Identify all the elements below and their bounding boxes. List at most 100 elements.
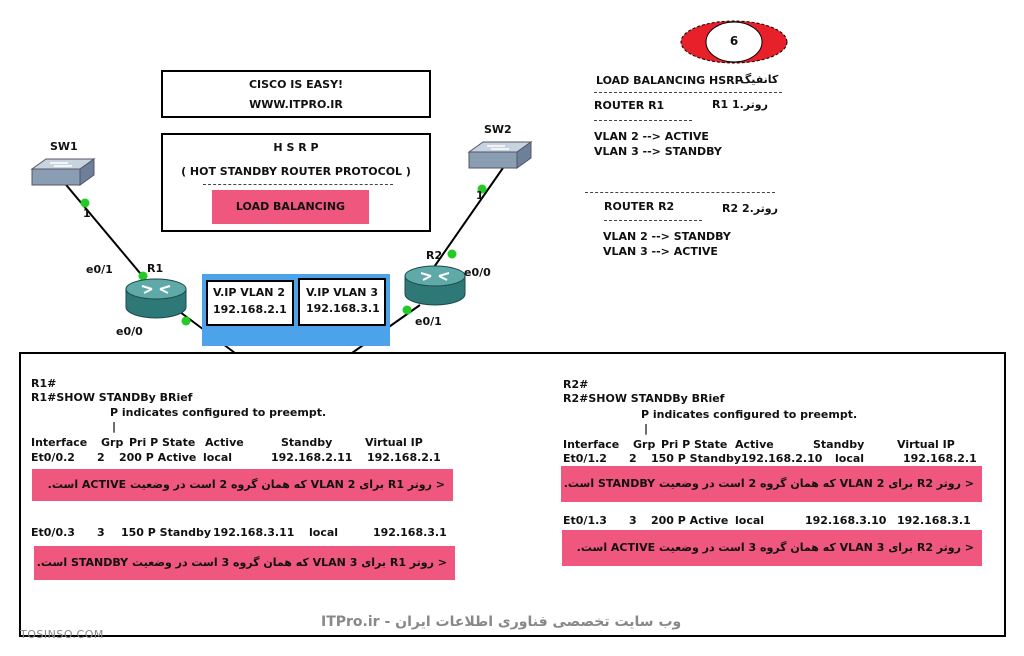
config-divider-1 <box>594 92 782 93</box>
config-title-en: LOAD BALANCING HSRP <box>596 74 743 87</box>
r2-preempt: P indicates configured to preempt. <box>641 408 858 421</box>
config-r1-vlan3: VLAN 3 --> STANDBY <box>594 145 722 158</box>
vip-panel: V.IP VLAN 2 192.168.2.1 V.IP VLAN 3 192.… <box>202 274 390 346</box>
r1-row2-active: 192.168.3.11 <box>213 526 295 539</box>
step-badge: 6 <box>680 20 788 64</box>
r1-port-top: e0/1 <box>86 263 113 276</box>
r2-header-vip: Virtual IP <box>897 438 955 451</box>
r2-row1-state: 150 P Standby <box>651 452 742 465</box>
r2-header-interface: Interface <box>563 438 620 451</box>
link-dot <box>80 198 90 208</box>
r1-row1-interface: Et0/0.2 <box>31 451 75 464</box>
r2-note1-box: < روتر R2 برای VLAN 2 که همان گروه 2 است… <box>561 466 982 502</box>
config-divider-4 <box>604 220 702 221</box>
switch-sw2 <box>465 138 535 174</box>
r1-preempt: P indicates configured to preempt. <box>110 406 327 419</box>
r2-row1-grp: 2 <box>629 452 637 465</box>
r1-command: R1#SHOW STANDBy BRief <box>31 391 193 404</box>
router-icon <box>404 265 466 306</box>
r1-row2-standby: local <box>309 526 339 539</box>
r1-note1-text: < روتر R1 برای VLAN 2 که همان گروه 2 است… <box>47 478 445 491</box>
cisco-line2: WWW.ITPRO.IR <box>249 98 343 111</box>
r1-row1-grp: 2 <box>97 451 105 464</box>
switch-icon <box>467 141 533 169</box>
cisco-box: CISCO IS EASY! WWW.ITPRO.IR <box>161 70 431 118</box>
r1-row1-state: 200 P Active <box>119 451 197 464</box>
r2-row1-interface: Et0/1.2 <box>563 452 607 465</box>
r2-row1-vip: 192.168.2.1 <box>903 452 977 465</box>
r2-row1-active: 192.168.2.10 <box>741 452 823 465</box>
r1-row2-state: 150 P Standby <box>121 526 212 539</box>
r1-note2-box: < روتر R1 برای VLAN 3 که همان گروه 3 است… <box>34 546 455 580</box>
link-dot <box>181 316 191 326</box>
r2-port-bottom: e0/1 <box>415 315 442 328</box>
r2-row2-vip: 192.168.3.1 <box>897 514 971 527</box>
sw1-port: 1 <box>83 207 91 220</box>
config-title-fa: کانفیگ <box>740 73 779 86</box>
r1-row2-interface: Et0/0.3 <box>31 526 75 539</box>
sw1-label: SW1 <box>50 140 78 153</box>
r1-port-bottom: e0/0 <box>116 325 143 338</box>
config-r1-vlan2: VLAN 2 --> ACTIVE <box>594 130 709 143</box>
router-r2 <box>403 264 467 308</box>
router-icon <box>125 278 187 319</box>
link-dot <box>447 249 457 259</box>
cli-panel: R1# R1#SHOW STANDBy BRief P indicates co… <box>19 352 1006 637</box>
sw2-label: SW2 <box>484 123 512 136</box>
r2-header-state: Pri P State <box>661 438 728 451</box>
r2-header-standby: Standby <box>813 438 865 451</box>
vip-vlan2-title: V.IP VLAN 2 <box>213 286 285 299</box>
r1-row2-vip: 192.168.3.1 <box>373 526 447 539</box>
r2-row2-interface: Et0/1.3 <box>563 514 607 527</box>
r2-row2-standby: 192.168.3.10 <box>805 514 887 527</box>
r1-header-active: Active <box>205 436 244 449</box>
load-balancing-label: LOAD BALANCING <box>235 200 346 213</box>
r1-header-state: Pri P State <box>129 436 196 449</box>
r1-label: R1 <box>147 262 164 275</box>
config-divider-3 <box>585 192 775 193</box>
link-dot <box>477 184 487 194</box>
vip-vlan2-box: V.IP VLAN 2 192.168.2.1 <box>206 280 294 326</box>
r2-label: R2 <box>426 249 443 262</box>
vip-vlan2-ip: 192.168.2.1 <box>213 303 287 316</box>
link-dot <box>138 271 148 281</box>
r1-header-interface: Interface <box>31 436 88 449</box>
r2-row2-grp: 3 <box>629 514 637 527</box>
r1-row1-active: local <box>203 451 233 464</box>
r1-bar: | <box>112 420 117 433</box>
r2-port-top: e0/0 <box>464 266 491 279</box>
r2-command: R2#SHOW STANDBy BRief <box>563 392 725 405</box>
config-r2-name: ROUTER R2 <box>604 200 675 213</box>
config-r1-name: ROUTER R1 <box>594 99 665 112</box>
r1-note2-text: < روتر R1 برای VLAN 3 که همان گروه 3 است… <box>36 556 447 569</box>
r2-prompt: R2# <box>563 378 589 391</box>
r1-row2-grp: 3 <box>97 526 105 539</box>
config-r2-vlan3: VLAN 3 --> ACTIVE <box>603 245 718 258</box>
r2-header-grp: Grp <box>633 438 656 451</box>
r1-note1-box: < روتر R1 برای VLAN 2 که همان گروه 2 است… <box>32 469 453 501</box>
config-r2-vlan2: VLAN 2 --> STANDBY <box>603 230 731 243</box>
r2-row2-state: 200 P Active <box>651 514 729 527</box>
vip-vlan3-box: V.IP VLAN 3 192.168.3.1 <box>298 278 386 326</box>
r2-note2-text: < روتر R2 برای VLAN 3 که همان گروه 3 است… <box>576 541 974 554</box>
r2-note1-text: < روتر R2 برای VLAN 2 که همان گروه 2 است… <box>563 477 974 490</box>
sw2-port: 1 <box>476 189 484 202</box>
config-r2-fa: R2 روتر.2 <box>722 202 778 215</box>
config-divider-2 <box>594 120 692 121</box>
r1-prompt: R1# <box>31 377 57 390</box>
r2-header-active: Active <box>735 438 774 451</box>
r2-note2-box: < روتر R2 برای VLAN 3 که همان گروه 3 است… <box>562 530 982 566</box>
config-r1-fa: R1 روتر.1 <box>712 98 768 111</box>
r2-bar: | <box>644 422 649 435</box>
cisco-line1: CISCO IS EASY! <box>248 78 344 91</box>
router-r1 <box>124 277 188 321</box>
r1-header-standby: Standby <box>281 436 333 449</box>
switch-icon <box>30 158 96 186</box>
r2-row2-active: local <box>735 514 765 527</box>
vip-vlan3-ip: 192.168.3.1 <box>306 302 380 315</box>
vip-vlan3-title: V.IP VLAN 3 <box>306 286 378 299</box>
load-balancing-button: LOAD BALANCING <box>212 190 369 224</box>
badge-number: 6 <box>729 34 739 48</box>
hsrp-title: H S R P <box>273 141 319 154</box>
watermark-left: TOSINSO.COM <box>20 628 104 641</box>
